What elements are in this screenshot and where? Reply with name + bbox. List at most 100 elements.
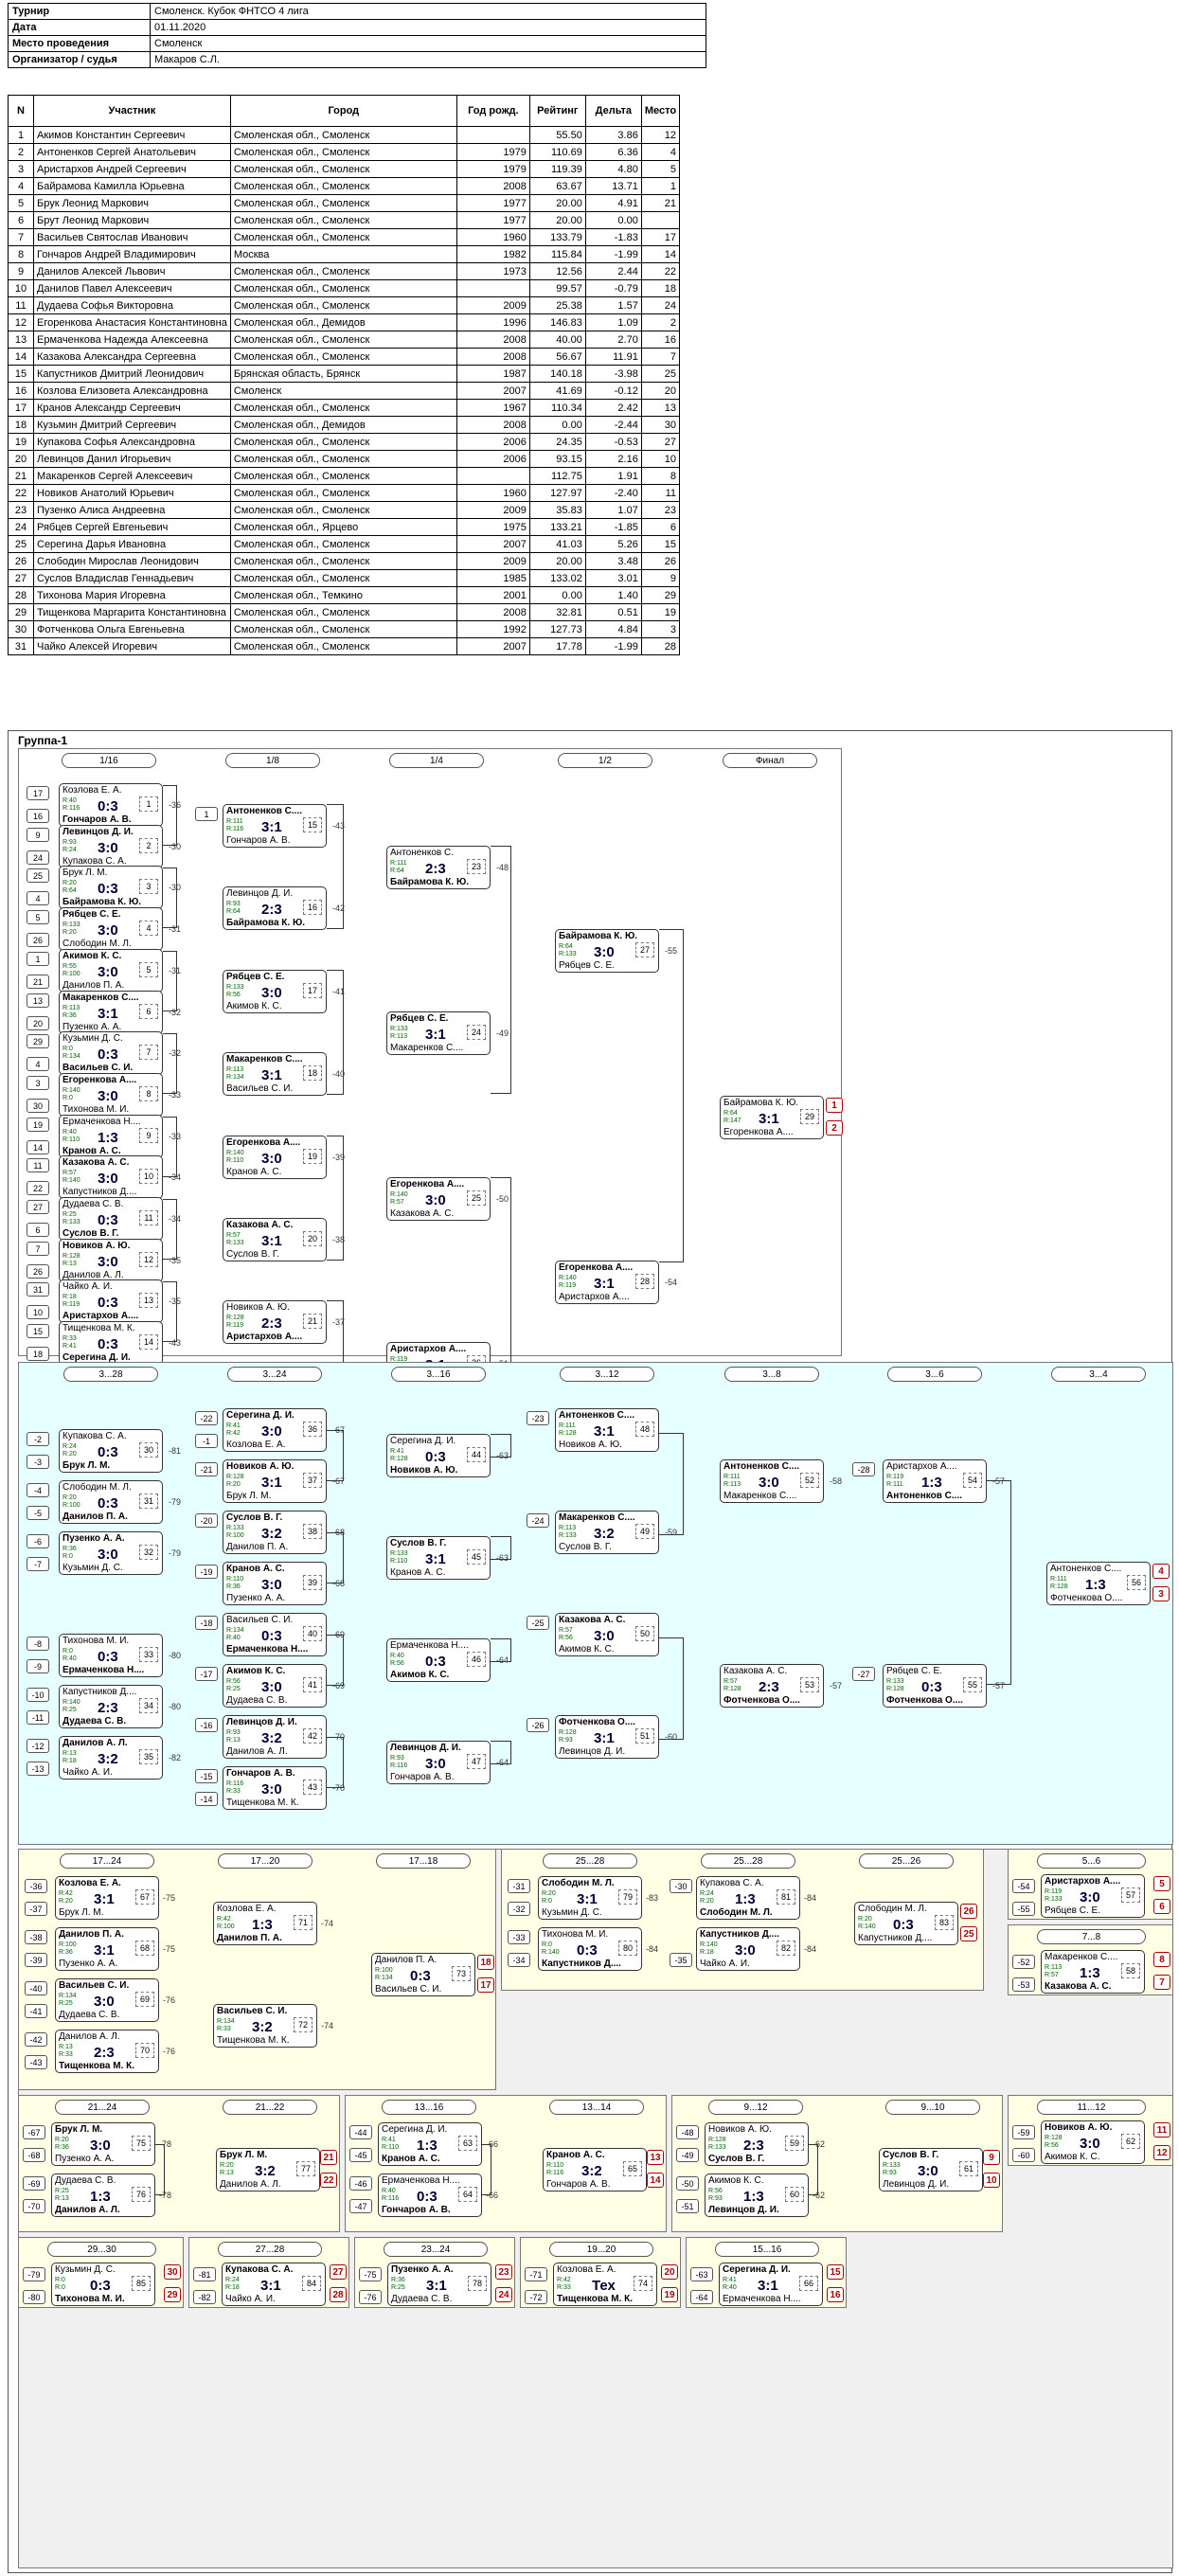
participant-cell: Байрамова Камилла Юрьевна bbox=[33, 177, 231, 195]
participant-cell: Смоленская обл., Смоленск bbox=[229, 143, 457, 161]
match-score: 3:0 bbox=[98, 964, 118, 980]
match-number: 43 bbox=[303, 1780, 322, 1795]
participant-cell: 6 bbox=[640, 518, 681, 536]
loser-ref: -81 bbox=[169, 1446, 182, 1456]
participant-cell: Смоленская обл., Смоленск bbox=[229, 484, 457, 502]
player-1: Слободин М. Л. bbox=[63, 1482, 132, 1493]
match-score: 3:1 bbox=[425, 1027, 446, 1043]
match-number: 11 bbox=[139, 1210, 158, 1225]
match-score: 0:3 bbox=[410, 1968, 431, 1984]
player-1: Новиков А. Ю. bbox=[63, 1241, 131, 1251]
match-score: 3:0 bbox=[425, 1192, 446, 1208]
player-2: Антоненков С.... bbox=[886, 1491, 963, 1501]
participant-cell: Пузенко Алиса Андреевна bbox=[33, 501, 231, 519]
match-score: 1:3 bbox=[921, 1475, 942, 1491]
player-1: Купакова С. А. bbox=[63, 1431, 127, 1441]
match-number: 40 bbox=[303, 1626, 322, 1641]
participant-cell: 2001 bbox=[456, 586, 530, 604]
match-score: 3:0 bbox=[1080, 1889, 1100, 1905]
participant-cell: Москва bbox=[229, 245, 457, 263]
match-score: 3:0 bbox=[98, 840, 118, 856]
match-number: 73 bbox=[452, 1966, 471, 1981]
loser-ref: -63 bbox=[496, 1451, 509, 1460]
round-label: 17...18 bbox=[376, 1853, 471, 1869]
participant-cell: Смоленская обл., Смоленск bbox=[229, 126, 457, 144]
participant-cell: 1.09 bbox=[584, 313, 642, 331]
player-2: Дудаева С. В. bbox=[391, 2294, 453, 2304]
player-1: Пузенко А. А. bbox=[63, 1533, 125, 1544]
match-score: 0:3 bbox=[98, 798, 118, 814]
match-number: 34 bbox=[139, 1698, 158, 1713]
seed-number: 11 bbox=[27, 1158, 49, 1172]
seed-number: -69 bbox=[23, 2176, 45, 2191]
participant-cell: 2007 bbox=[456, 382, 530, 400]
participant-cell: 26 bbox=[8, 552, 34, 570]
participant-cell: 29 bbox=[640, 586, 681, 604]
participant-cell: 17 bbox=[8, 399, 34, 417]
participant-cell: 110.69 bbox=[528, 143, 586, 161]
match-number: 25 bbox=[467, 1190, 486, 1206]
seed-number: 5 bbox=[27, 910, 49, 924]
player-2: Данилов П. А. bbox=[63, 980, 125, 991]
match-score: 2:3 bbox=[94, 2045, 115, 2061]
match-score: 1:3 bbox=[743, 2189, 764, 2205]
bracket-connector bbox=[327, 970, 344, 1095]
player-1: Гончаров А. В. bbox=[226, 1768, 295, 1779]
participant-cell: 2.42 bbox=[584, 399, 642, 417]
player-1: Дудаева С. В. bbox=[63, 1199, 124, 1209]
round-label: 3...28 bbox=[63, 1367, 158, 1382]
round-label: 3...6 bbox=[887, 1367, 982, 1382]
participant-cell: 10 bbox=[640, 450, 681, 468]
player-1: Макаренков С.... bbox=[559, 1512, 635, 1523]
seed-number: 4 bbox=[27, 1057, 49, 1071]
loser-ref: -60 bbox=[665, 1732, 678, 1742]
participant-cell: Смоленская обл., Смоленск bbox=[229, 535, 457, 553]
seed-number: 18 bbox=[27, 1347, 49, 1361]
match-number: 46 bbox=[467, 1652, 486, 1667]
player-1: Тихонова М. И. bbox=[542, 1929, 609, 1940]
seed-number: 1 bbox=[27, 952, 49, 966]
match-score: 2:3 bbox=[261, 1315, 282, 1332]
player-1: Козлова Е. А. bbox=[217, 1904, 277, 1914]
place-badge: 29 bbox=[164, 2287, 181, 2302]
match-number: 12 bbox=[139, 1252, 158, 1267]
match-score: 0:3 bbox=[425, 1654, 446, 1670]
match-number: 30 bbox=[139, 1442, 158, 1458]
place-badge: 1 bbox=[826, 1098, 843, 1113]
loser-ref: -35 bbox=[169, 1297, 182, 1306]
match-score: 3:0 bbox=[759, 1475, 779, 1491]
place-badge: 30 bbox=[164, 2264, 181, 2280]
participant-cell: Брянская область, Брянск bbox=[229, 365, 457, 383]
participant-cell: 1973 bbox=[456, 262, 530, 280]
seed-number: -60 bbox=[1012, 2148, 1035, 2162]
match-score: 3:2 bbox=[98, 1751, 118, 1767]
participant-cell: -0.79 bbox=[584, 279, 642, 297]
player-1: Капустников Д.... bbox=[700, 1929, 779, 1940]
player-1: Антоненков С.... bbox=[1050, 1564, 1122, 1574]
participant-cell: Смоленская обл., Смоленск bbox=[229, 296, 457, 314]
player-1: Серегина Д. И. bbox=[390, 1436, 456, 1446]
player-1: Брук Л. М. bbox=[63, 868, 108, 878]
player-1: Антоненков С. bbox=[390, 848, 454, 858]
match-number: 9 bbox=[139, 1128, 158, 1143]
participant-cell: Левинцов Данил Игорьевич bbox=[33, 450, 231, 468]
